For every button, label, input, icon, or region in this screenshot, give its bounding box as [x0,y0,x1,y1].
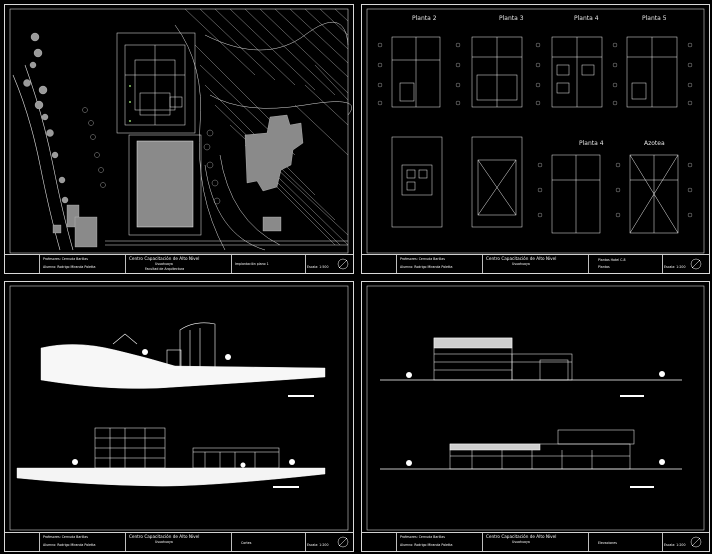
tb-student: Alumno: Rodrigo Miranda Poletta [43,265,96,269]
site-plan-drawing [9,8,352,270]
plan-label-1: Planta 2 [412,15,437,22]
sheet-floor-plans: Planta 2 Planta 3 Planta 4 Planta 5 Plan… [361,4,710,274]
tb-subtitle: Usuahuaya [512,262,530,266]
tb-subtitle: Usuahuaya [512,540,530,544]
terrain-section-1 [40,344,326,389]
main-building-plan [116,32,196,134]
tb-sheet-name-2: Plantas [598,265,610,269]
tb-project-title: Centro Capacitación de Alto Nivel [486,256,557,261]
tb-project-title: Centro Capacitación de Alto Nivel [129,256,200,261]
plan-label-2: Planta 3 [499,15,524,22]
tb-project-title: Centro Capacitación de Alto Nivel [129,534,200,539]
north-arrow-icon [690,536,702,548]
title-block: Profesores: Cernuda Barillas Alumno: Rod… [5,532,353,551]
title-block: Profesores: Cernuda Barillas Alumno: Rod… [5,254,353,273]
tb-scale: Escala: 1:200 [664,265,686,269]
elevation-1 [433,337,573,381]
sports-court [136,140,194,228]
elevation-2 [449,429,635,470]
tb-sheet-name: Cortes [241,541,252,545]
tb-authors: Profesores: Cernuda Barillas [400,257,445,261]
tb-school: Facultad de Arquitectura [145,267,185,271]
floor-plans-drawing [366,8,705,270]
plan-label-4: Planta 5 [642,15,667,22]
tb-student: Alumno: Rodrigo Miranda Poletta [400,543,453,547]
tb-subtitle: Usuahuaya [155,540,173,544]
plan-label-3: Planta 4 [574,15,599,22]
sections-drawing [9,285,349,548]
tb-scale: Escala: 1:500 [307,265,329,269]
tb-sheet-name: Plantas Hotel C-8 [598,258,626,262]
title-block: Profesores: Cernuda Barillas Alumno: Rod… [362,254,709,273]
trees-left [23,32,69,204]
elevations-drawing [366,285,705,548]
building-section-1 [112,322,216,369]
tb-authors: Profesores: Cernuda Barillas [43,535,88,539]
tb-subtitle: Usuahuaya [155,262,173,266]
tb-sheet-name: Elevaciones [598,541,617,545]
tb-scale: Escala: 1:200 [664,543,686,547]
title-block: Profesores: Cernuda Barillas Alumno: Rod… [362,532,709,551]
plan-label-6: Azotea [644,140,665,147]
north-arrow-icon [337,258,349,270]
existing-building [244,114,304,192]
tb-project-title: Centro Capacitación de Alto Nivel [486,534,557,539]
green-markers [129,85,131,122]
terrain-hatch [184,8,349,246]
tb-authors: Profesores: Cernuda Barillas [400,535,445,539]
tb-student: Alumno: Rodrigo Miranda Poletta [400,265,453,269]
north-arrow-icon [337,536,349,548]
tb-authors: Profesores: Cernuda Barillas [43,257,88,261]
plan-label-5: Planta 4 [579,140,604,147]
sheet-sections: Profesores: Cernuda Barillas Alumno: Rod… [4,281,354,552]
terrain-section-2 [16,467,326,487]
plan-sheets [391,36,679,234]
building-section-2 [94,427,280,469]
north-arrow-icon [690,258,702,270]
tb-sheet-name: Implantación plano 1 [235,262,269,266]
sheet-elevations: Profesores: Cernuda Barillas Alumno: Rod… [361,281,710,552]
tb-student: Alumno: Rodrigo Miranda Poletta [43,543,96,547]
tb-scale: Escala: 1:200 [307,543,329,547]
sheet-site-plan: Profesores: Cernuda Barillas Alumno: Rod… [4,4,354,274]
